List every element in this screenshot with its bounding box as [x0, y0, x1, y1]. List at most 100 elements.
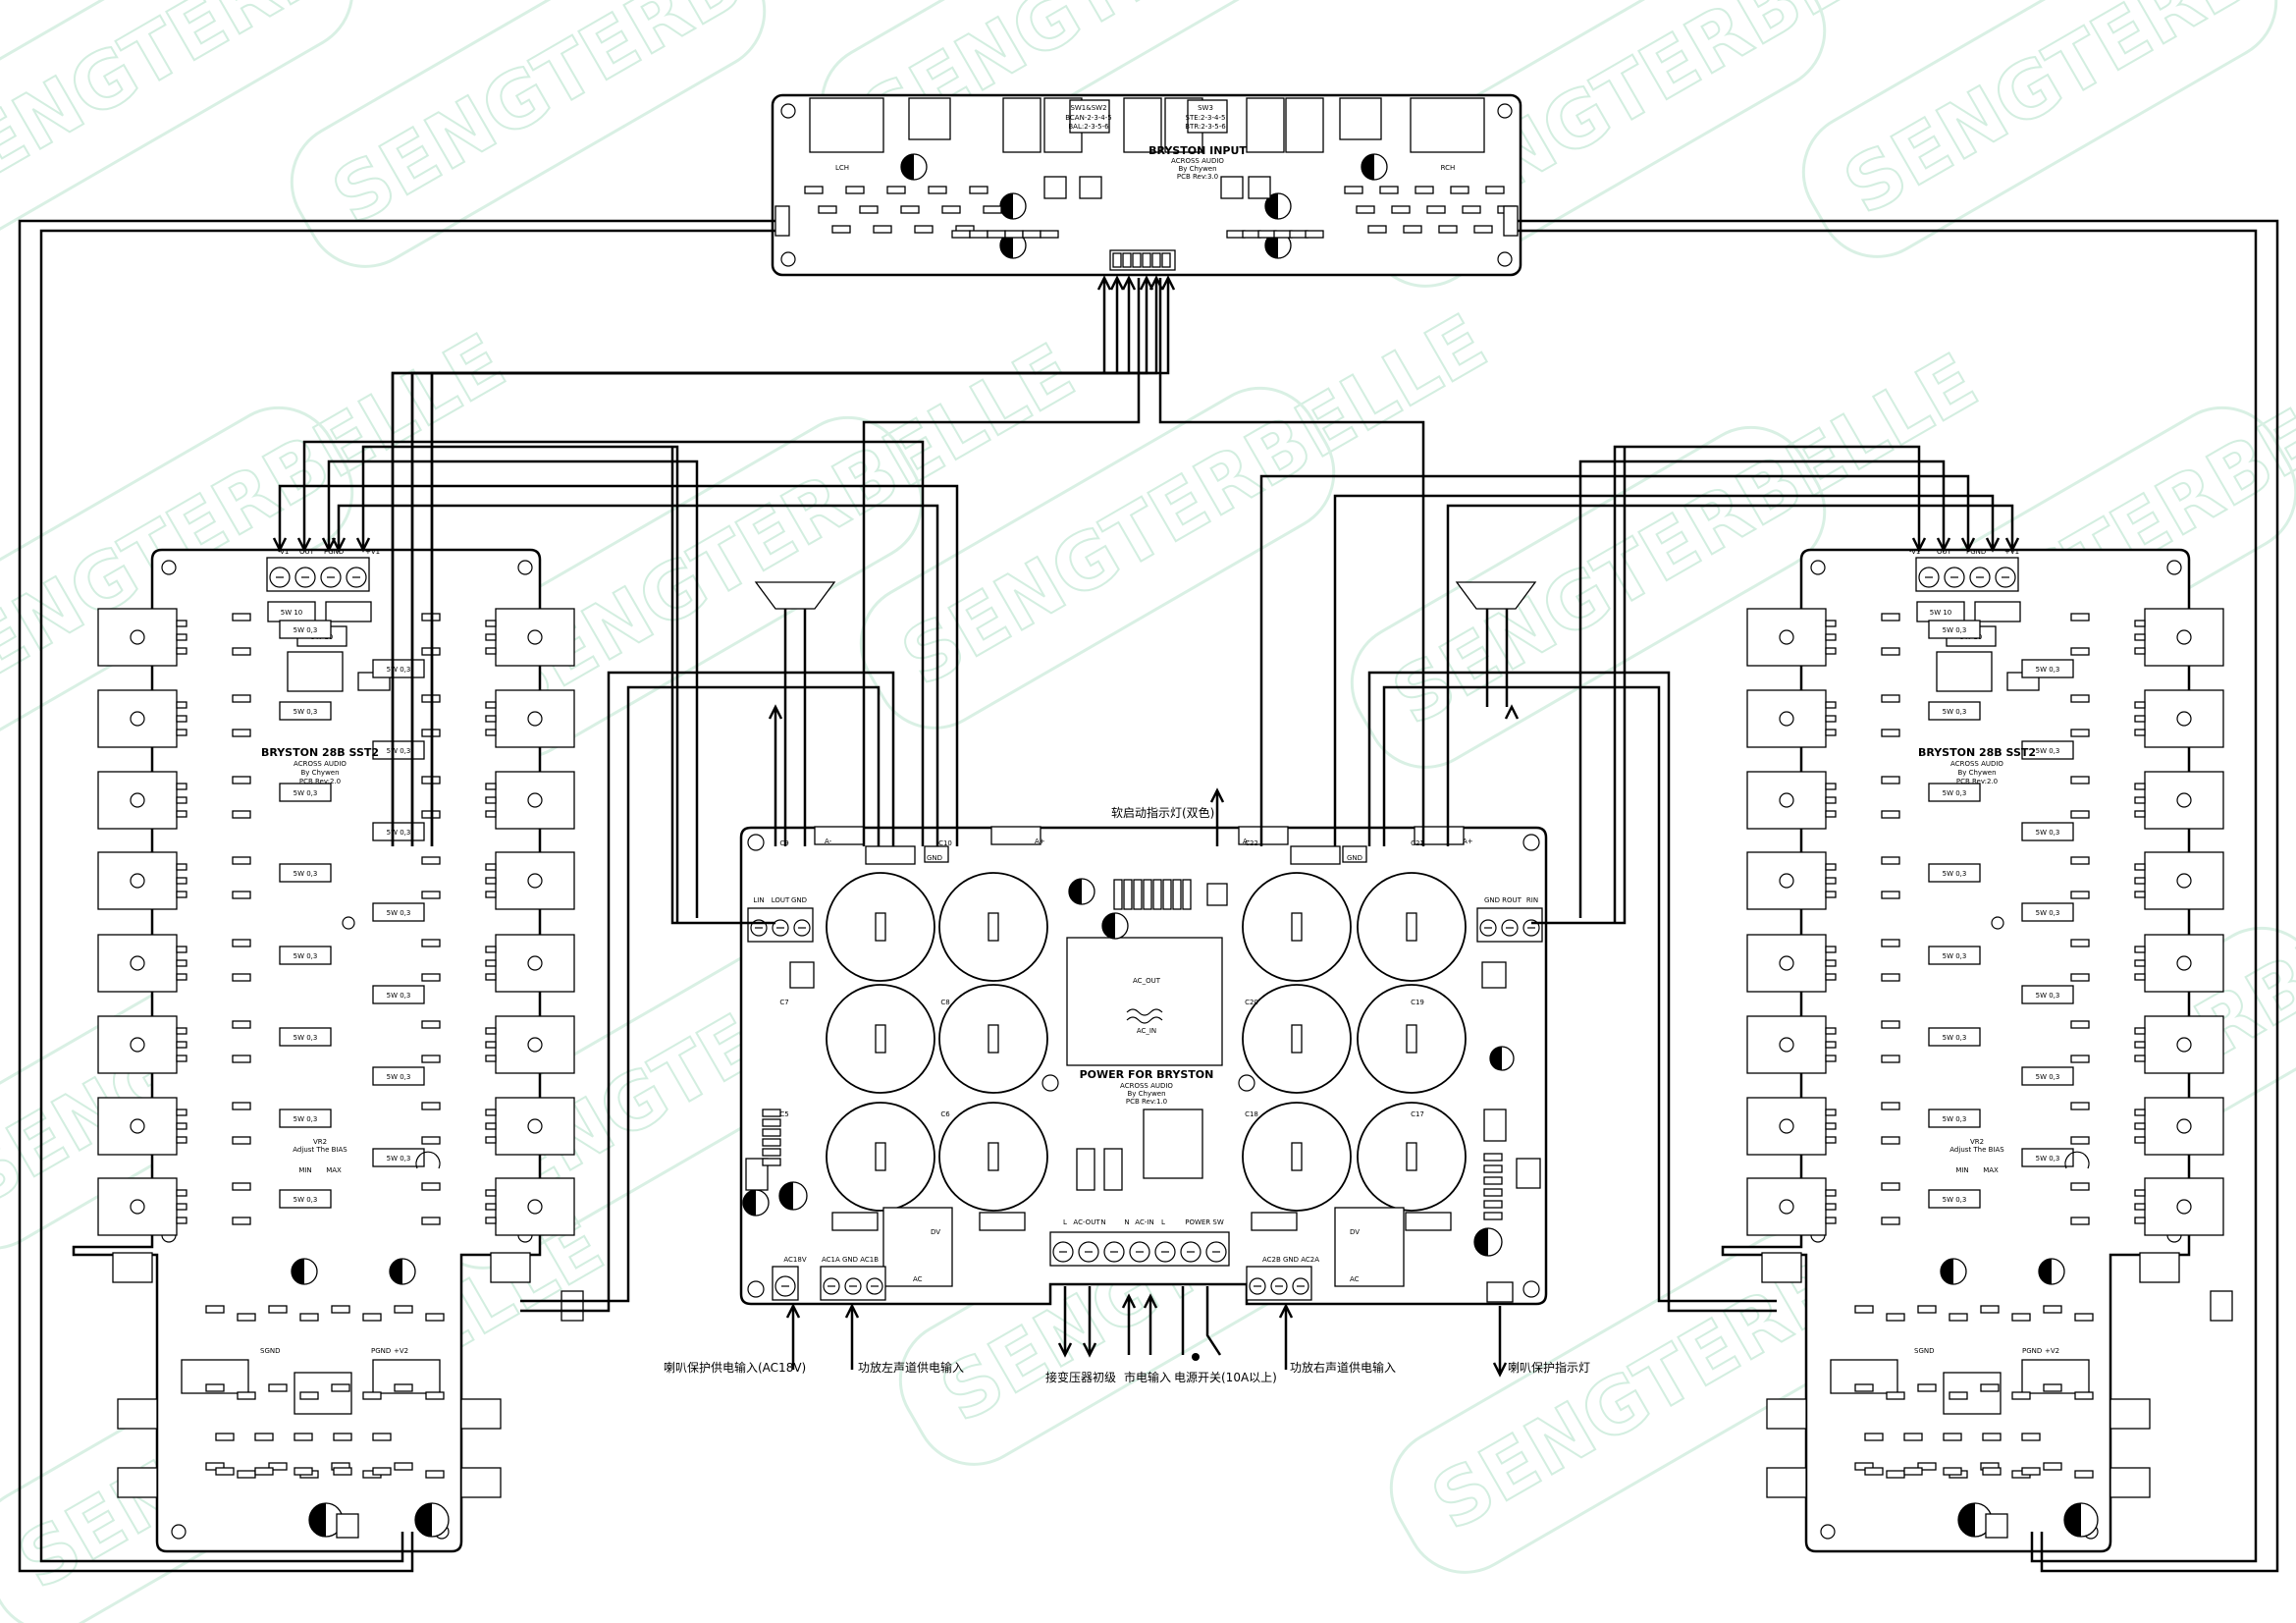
right-amp-title: BRYSTON 28B SST2	[1918, 746, 2036, 759]
cap-polarity-fill	[1069, 879, 1082, 904]
transistor-lead	[485, 729, 497, 736]
small-resistor	[1881, 613, 1900, 622]
resistor-label: 5W 10	[281, 609, 303, 617]
power-resistor	[1928, 701, 1981, 721]
small-resistor	[425, 1391, 445, 1400]
resistor-label: 5W 0,3	[2036, 1073, 2060, 1081]
transistor-lead	[485, 633, 497, 641]
small-resistor	[1391, 205, 1411, 214]
right-amp-by: By Chywen	[1957, 769, 1996, 777]
power-left-lin: LIN	[753, 896, 764, 904]
small-resistor	[394, 1305, 413, 1314]
small-resistor	[232, 1020, 251, 1029]
power-resistor	[2021, 902, 2074, 922]
small-resistor	[421, 891, 441, 899]
resistor-label: 5W 10	[1930, 609, 1952, 617]
transistor-lead	[485, 796, 497, 804]
transistor-mount-hole	[527, 1199, 543, 1215]
small-resistor	[237, 1313, 256, 1322]
power-right-rout: ROUT	[1502, 896, 1522, 904]
small-resistor	[1881, 973, 1900, 982]
power-term-sw: POWER SW	[1185, 1218, 1224, 1226]
left-channel-label: LCH	[835, 164, 849, 172]
left-amp-board-outline	[72, 548, 542, 1553]
to3p-transistor	[97, 689, 178, 748]
power-right-gnd: GND	[1484, 896, 1500, 904]
cap-label-c10: C10	[938, 839, 952, 847]
transistor-lead	[176, 729, 187, 736]
resistor-label: 5W 0,3	[387, 747, 411, 755]
transistor-mount-hole	[2176, 1118, 2192, 1134]
cap-body-mark	[988, 912, 999, 942]
small-resistor	[1943, 1467, 1962, 1476]
power-gnd-right: GND	[1347, 854, 1362, 862]
power-left-lout: LOUT	[772, 896, 790, 904]
transistor-mount-hole	[130, 1199, 145, 1215]
small-resistor	[831, 225, 851, 234]
small-resistor	[421, 939, 441, 947]
small-resistor	[1864, 1433, 1884, 1441]
transistor-lead	[485, 1122, 497, 1130]
rectifier-left	[882, 1207, 953, 1287]
arrow-left-amp	[355, 537, 371, 553]
to3p-transistor	[1746, 608, 1827, 667]
small-resistor	[2070, 973, 2090, 982]
mount-hole	[747, 834, 765, 851]
screw-terminal	[1476, 907, 1543, 943]
power-term-n2: N	[1124, 1218, 1129, 1226]
screw-head	[1205, 1241, 1227, 1263]
arrow-input-power	[1121, 275, 1137, 291]
power-resistor	[1928, 1027, 1981, 1047]
wire-right-rail-1	[1367, 671, 1777, 1313]
transistor-lead	[176, 959, 187, 967]
switch-right-line1: SW3	[1198, 104, 1213, 112]
power-resistor	[279, 863, 332, 883]
screw-head	[1129, 1241, 1150, 1263]
mount-hole	[161, 560, 177, 575]
right-amp-min: MIN	[1955, 1166, 1968, 1174]
mount-hole	[517, 560, 533, 575]
screw-head	[1522, 919, 1540, 937]
small-resistor	[232, 856, 251, 865]
transistor-lead	[176, 1122, 187, 1130]
resistor-label: 5W 0,3	[387, 992, 411, 1000]
transistor-lead	[176, 783, 187, 790]
transistor-mount-hole	[527, 955, 543, 971]
cap-polarity-fill	[2064, 1503, 2081, 1537]
small-resistor	[2074, 1470, 2094, 1479]
arrow-left-amp	[331, 537, 347, 553]
watermark-frame	[0, 0, 354, 248]
transistor-lead	[485, 959, 497, 967]
small-resistor	[1473, 225, 1493, 234]
header-pin	[1132, 252, 1142, 268]
opamp-socket	[1285, 97, 1324, 153]
transistor-lead	[485, 1136, 497, 1144]
cap-polarity-fill	[1000, 193, 1013, 219]
screw-head	[1154, 1241, 1176, 1263]
power-term-l2: L	[1161, 1218, 1165, 1226]
transistor-lead	[2134, 946, 2146, 953]
transistor-lead	[2134, 1217, 2146, 1224]
cap-polarity-fill	[1941, 1259, 1953, 1284]
wire-left-input-outer	[18, 219, 775, 1573]
xlr-connector	[1410, 97, 1485, 153]
power-resistor	[2021, 1066, 2074, 1086]
transistor-lead	[2134, 1055, 2146, 1062]
small-resistor	[951, 230, 971, 239]
small-resistor	[1881, 1055, 1900, 1063]
transistor-lead	[1825, 715, 1837, 723]
to3p-transistor	[495, 851, 575, 910]
power-ac18v: AC18V	[783, 1256, 806, 1264]
transistor-mount-hole	[130, 629, 145, 645]
small-resistor	[1886, 1391, 1905, 1400]
transistor-lead	[176, 1027, 187, 1035]
transistor-lead	[176, 1217, 187, 1224]
small-resistor	[762, 1158, 781, 1166]
transistor-mount-hole	[130, 1118, 145, 1134]
power-rail-terminal	[1238, 826, 1289, 845]
small-resistor	[2074, 1313, 2094, 1322]
regulator	[1220, 176, 1244, 199]
left-out-header	[774, 205, 790, 237]
transistor-mount-hole	[130, 792, 145, 808]
regulator	[1043, 176, 1067, 199]
